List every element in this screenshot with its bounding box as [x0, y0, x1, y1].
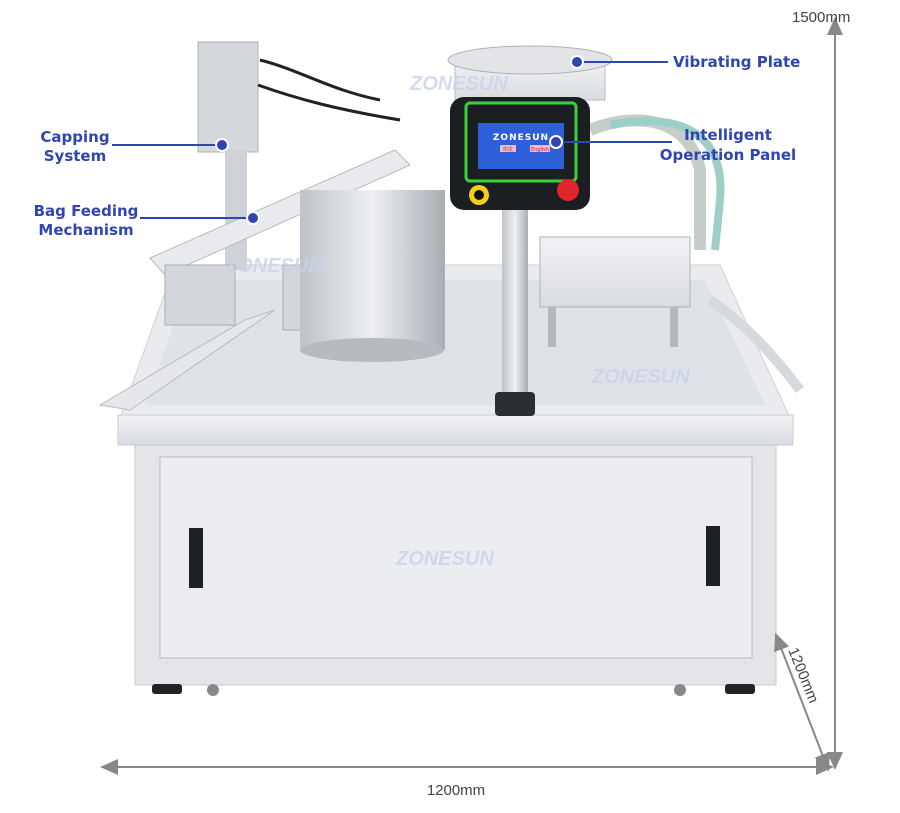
dimension-width-label: 1200mm: [427, 782, 485, 799]
callout-bag-feeding: Bag Feeding Mechanism: [34, 202, 260, 239]
dimension-height: 1500mm: [792, 9, 850, 770]
callout-dot: [549, 135, 563, 149]
callout-vibrating-plate: Vibrating Plate: [570, 53, 800, 71]
foot: [725, 684, 755, 694]
callout-label: Vibrating Plate: [673, 53, 800, 71]
callout-label: Mechanism: [38, 221, 133, 239]
language-button-english[interactable]: [530, 145, 550, 152]
watermark: ZONESUN: [591, 366, 690, 388]
callout-label: Bag Feeding: [34, 202, 139, 220]
door-handle-left: [189, 528, 203, 588]
capping-head: [197, 41, 259, 153]
operation-panel[interactable]: ZONESUN 中文 English: [450, 97, 590, 210]
vibrating-plate: [447, 45, 613, 75]
conveyor-bracket: [164, 264, 236, 326]
caster-wheel: [207, 684, 219, 696]
callout-label: Operation Panel: [660, 146, 796, 164]
callout-dot: [215, 138, 229, 152]
callout-dot: [246, 211, 260, 225]
dimension-height-label: 1500mm: [792, 9, 850, 26]
emergency-stop-button[interactable]: [557, 179, 579, 201]
foot: [152, 684, 182, 694]
capping-column: [225, 150, 247, 270]
door-handle-right: [706, 526, 720, 586]
callout-dot: [570, 55, 584, 69]
dimension-width: 1200mm: [100, 759, 834, 799]
filling-unit: [539, 236, 691, 308]
cabinet-door: [159, 456, 753, 659]
screen-logo: ZONESUN: [493, 133, 549, 143]
bag-chute: [98, 309, 276, 411]
watermark: ZONESUN: [224, 255, 323, 277]
callout-capping-system: Capping System: [40, 128, 229, 165]
dimension-depth: 1200mm: [774, 632, 830, 772]
bag-conveyor: [149, 149, 411, 276]
language-button-english-label: English: [531, 147, 549, 153]
language-button-chinese-label: 中文: [503, 146, 513, 153]
pole-base: [495, 392, 535, 416]
worktop-edge: [117, 414, 794, 446]
hopper-cylinder: [300, 190, 445, 350]
language-button-chinese[interactable]: [500, 145, 516, 152]
caster-wheel: [674, 684, 686, 696]
dimension-depth-label: 1200mm: [784, 645, 822, 705]
machine: ZONESUN 中文 English ZONESUN ZONESUN ZONES…: [98, 41, 804, 696]
panel-pole: [502, 205, 528, 415]
callout-label: Intelligent: [684, 126, 772, 144]
callout-label: Capping: [40, 128, 109, 146]
watermark: ZONESUN: [409, 73, 508, 95]
watermark: ZONESUN: [395, 548, 494, 570]
callout-label: System: [44, 147, 106, 165]
callout-operation-panel: Intelligent Operation Panel: [549, 126, 796, 164]
